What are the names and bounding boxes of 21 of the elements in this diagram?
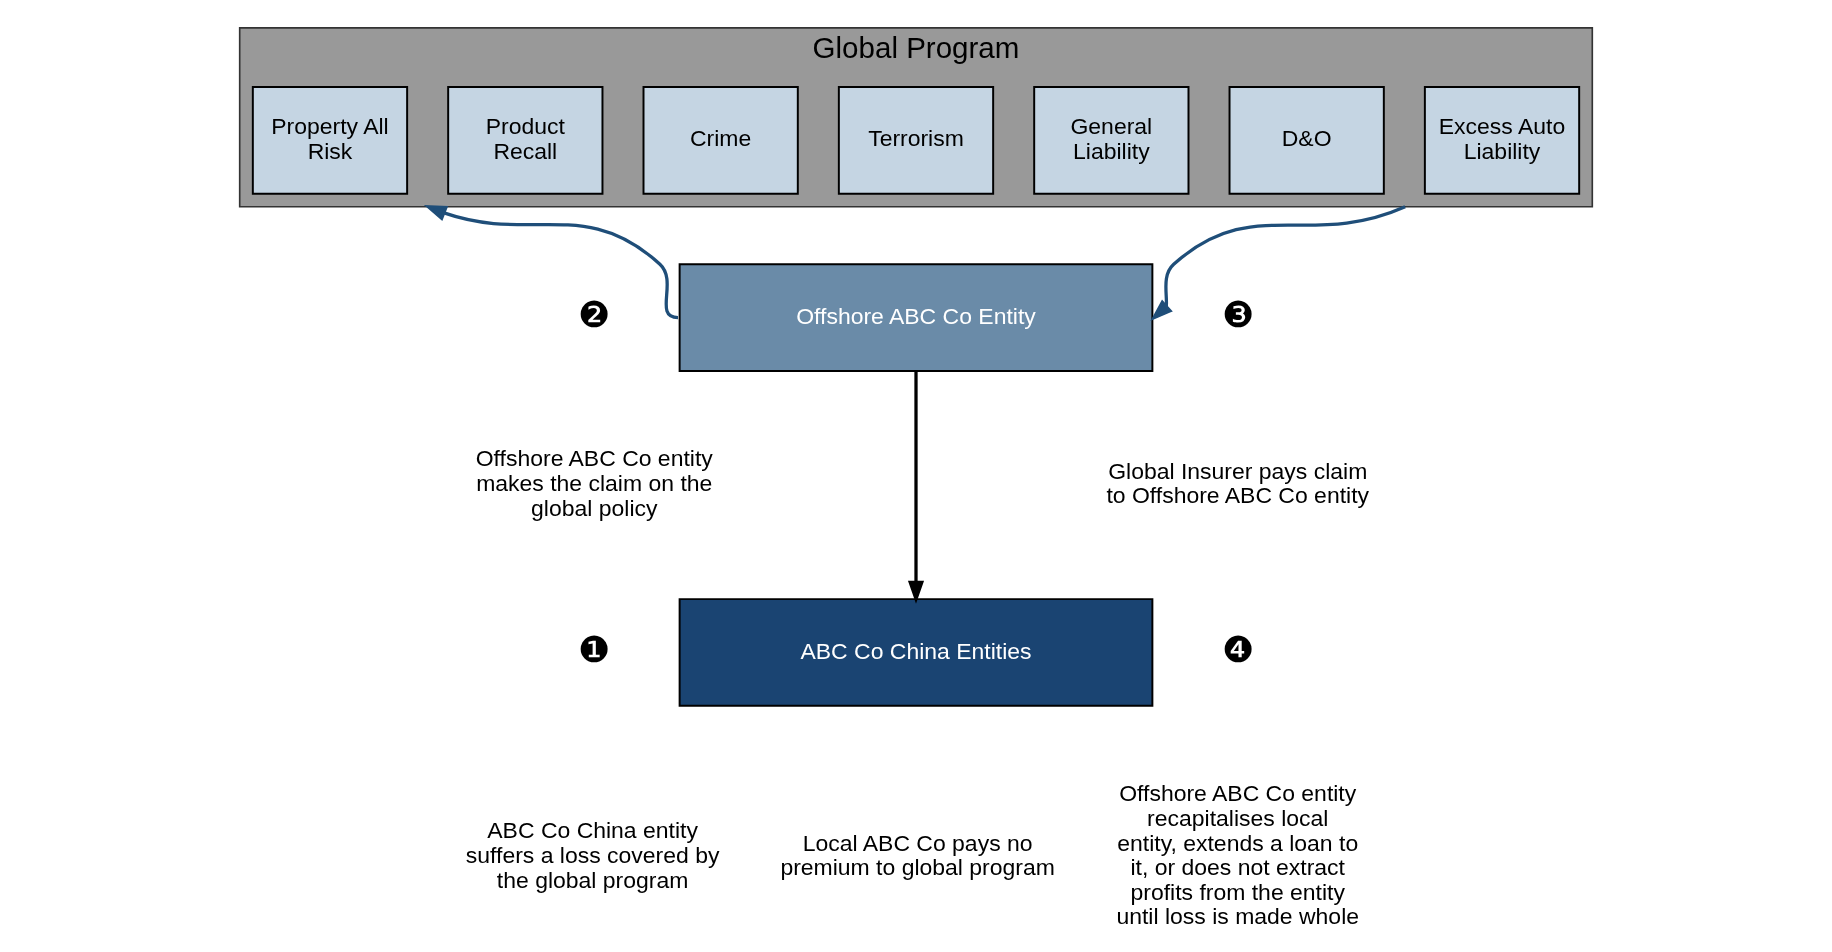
node-box: Product Recall: [447, 85, 604, 195]
node-box: ABC Co China Entities: [678, 598, 1154, 707]
node-box: D&O: [1228, 85, 1385, 195]
node-box: General Liability: [1033, 85, 1190, 195]
arrow: [907, 371, 925, 604]
label: Offshore ABC Co entity recapitalises local entity, extends a loan to it, or does not extract profits from the entity until loss is made whole: [1116, 780, 1360, 930]
label: ❷: [578, 293, 611, 335]
node-box: Crime: [642, 85, 799, 195]
label: Global Insurer pays claim to Offshore ABC Co entity: [1106, 457, 1370, 509]
label: Local ABC Co pays no premium to global program: [780, 829, 1055, 881]
node-box: Excess Auto Liability: [1423, 85, 1581, 195]
arrow: [423, 204, 679, 320]
node-box: Terrorism: [837, 85, 995, 195]
arrow: [1150, 205, 1406, 321]
label: Offshore ABC Co entity makes the claim on the global policy: [475, 445, 713, 521]
label: ❹: [1221, 628, 1254, 670]
node-box: Offshore ABC Co Entity: [678, 263, 1154, 372]
label: ABC Co China entity suffers a loss covered by the global program: [465, 817, 720, 893]
label: ❸: [1221, 293, 1254, 335]
node-box: Property All Risk: [251, 85, 409, 195]
label: ❶: [578, 628, 611, 670]
